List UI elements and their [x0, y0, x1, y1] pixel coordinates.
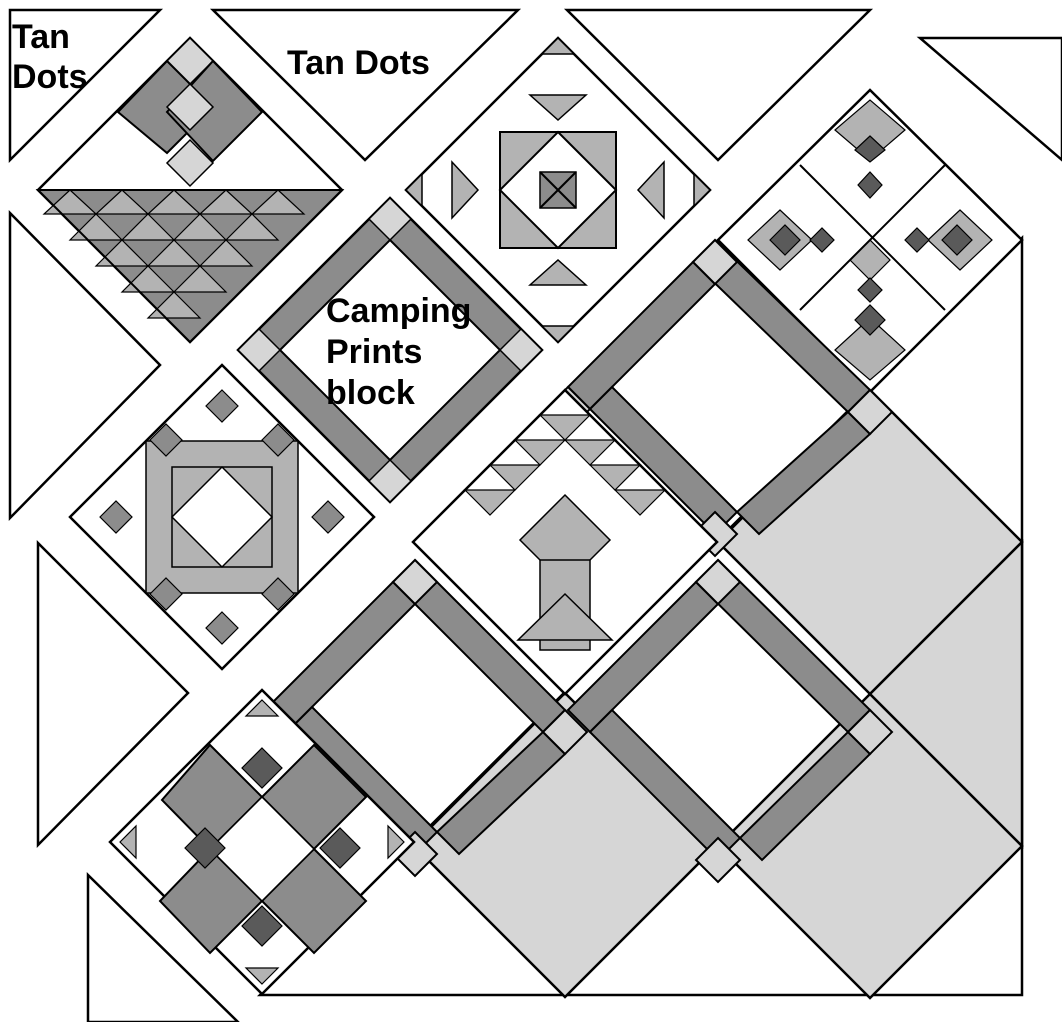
label-prints: Prints: [326, 333, 422, 371]
label-corner-tan: Tan: [12, 18, 70, 56]
label-block: block: [326, 374, 415, 412]
label-top-triangle: Tan Dots: [287, 44, 430, 82]
label-camping: Camping: [326, 292, 471, 330]
setting-triangle-top-right: [920, 38, 1062, 160]
label-corner-dots: Dots: [12, 58, 88, 96]
